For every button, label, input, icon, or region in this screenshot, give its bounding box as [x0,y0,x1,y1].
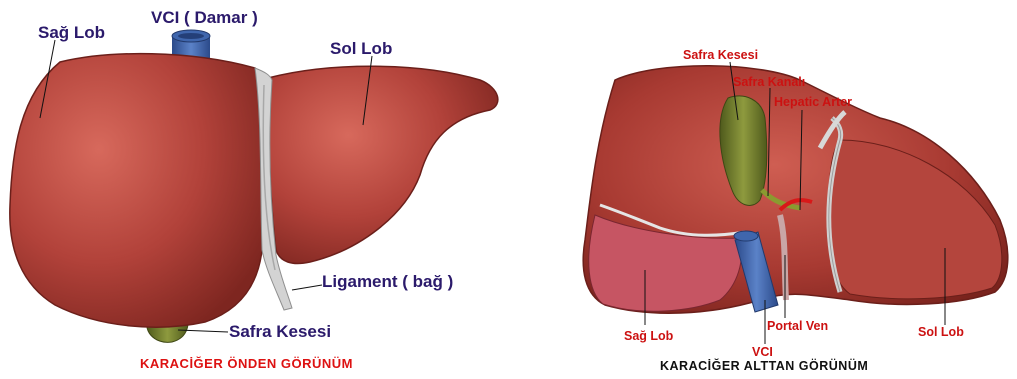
label-under-ivc: VCI [752,346,773,359]
caption-underside-view: KARACİĞER ALTTAN GÖRÜNÜM [660,360,868,373]
label-under-left-lobe: Sol Lob [918,326,964,339]
front-view-liver [10,30,498,342]
label-under-hepatic-artery: Hepatic Arter [774,96,852,109]
label-under-bile-duct: Safra Kanalı [733,76,805,89]
front-left-lobe-shape [268,66,498,263]
front-right-lobe-shape [10,54,264,328]
label-under-gallbladder: Safra Kesesi [683,49,758,62]
label-under-portal-vein: Portal Ven [767,320,828,333]
label-under-right-lobe: Sağ Lob [624,330,673,343]
caption-front-view: KARACİĞER ÖNDEN GÖRÜNÜM [140,357,353,370]
label-front-right-lobe: Sağ Lob [38,24,105,41]
leader-front-ligament [292,285,322,290]
label-front-gallbladder: Safra Kesesi [229,323,331,340]
label-front-ligament: Ligament ( bağ ) [322,273,453,290]
underside-left-lobe-shape [827,140,1002,299]
label-front-ivc: VCI ( Damar ) [151,9,258,26]
label-front-left-lobe: Sol Lob [330,40,392,57]
